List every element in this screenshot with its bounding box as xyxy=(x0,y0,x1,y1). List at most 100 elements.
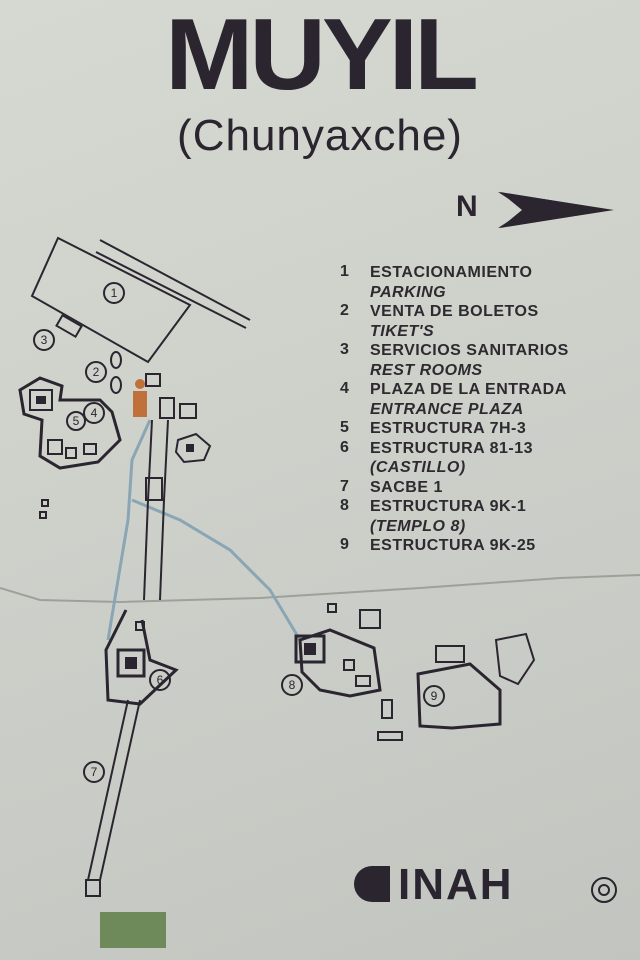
castillo-structure xyxy=(116,648,146,678)
svg-text:8: 8 xyxy=(289,678,296,692)
small-structure xyxy=(179,403,197,419)
structure-block xyxy=(47,439,63,455)
parking-area xyxy=(30,236,192,364)
structure-9k-25-complex xyxy=(416,662,502,730)
legend-item: 6 ESTRUCTURA 81-13 (CASTILLO) xyxy=(340,439,630,478)
legend-spanish: ESTACIONAMIENTO xyxy=(370,264,533,281)
north-arrow-head xyxy=(498,192,614,228)
road-line xyxy=(95,251,247,329)
structure-7h-3-complex xyxy=(18,376,122,470)
small-structure xyxy=(41,499,49,507)
legend-spanish: VENTA DE BOLETOS xyxy=(370,303,539,320)
legend-english: ENTRANCE PLAZA xyxy=(370,400,524,418)
walking-path xyxy=(131,498,302,641)
legend-english: (TEMPLO 8) xyxy=(370,517,466,535)
structure-block xyxy=(494,632,536,686)
legend-item: 3 SERVICIOS SANITARIOS REST ROOMS xyxy=(340,341,630,380)
sacbe-1-edge xyxy=(99,699,141,881)
legend-spanish: ESTRUCTURA 7H-3 xyxy=(370,420,527,437)
legend-english: TIKET'S xyxy=(370,322,435,340)
sacbe-edge xyxy=(159,419,169,601)
map-marker-7: 7 xyxy=(83,761,105,783)
svg-text:3: 3 xyxy=(41,333,48,347)
small-structure xyxy=(174,432,212,464)
map-marker-4: 4 xyxy=(83,402,105,424)
small-structure xyxy=(377,731,403,741)
small-structure xyxy=(355,675,371,687)
templo-8-structure xyxy=(294,634,326,664)
small-structure xyxy=(159,397,175,419)
small-structure xyxy=(186,444,194,452)
small-structure xyxy=(39,511,47,519)
legend-number: 8 xyxy=(340,497,349,514)
sign-crack xyxy=(0,574,640,604)
small-structure xyxy=(145,477,163,501)
small-structure xyxy=(327,603,337,613)
legend-spanish: ESTRUCTURA 81-13 xyxy=(370,439,533,457)
small-structure xyxy=(381,699,393,719)
inah-logo-mark xyxy=(354,866,390,902)
legend-item: 5 ESTRUCTURA 7H-3 xyxy=(340,419,630,439)
legend-number: 7 xyxy=(340,477,349,495)
map-marker-5: 5 xyxy=(66,411,86,431)
map-legend: 1 ESTACIONAMIENTO PARKING 2 VENTA DE BOL… xyxy=(340,263,630,556)
svg-text:9: 9 xyxy=(431,689,438,703)
map-marker-2: 2 xyxy=(85,361,107,383)
north-label: N xyxy=(456,190,478,223)
legend-spanish: SACBE 1 xyxy=(370,478,443,496)
legend-number: 5 xyxy=(340,419,349,436)
photo-gap xyxy=(100,912,166,948)
map-marker-1: 1 xyxy=(103,282,125,304)
svg-text:7: 7 xyxy=(91,765,98,779)
castillo-structure xyxy=(125,657,137,669)
legend-spanish: PLAZA DE LA ENTRADA xyxy=(370,381,567,398)
small-structure xyxy=(359,609,381,629)
legend-spanish: ESTRUCTURA 9K-1 xyxy=(370,498,527,515)
walking-path xyxy=(106,419,152,641)
legend-item: 8 ESTRUCTURA 9K-1 (TEMPLO 8) xyxy=(340,497,630,536)
seal-icon xyxy=(591,877,617,903)
legend-number: 6 xyxy=(340,438,349,456)
road-line xyxy=(99,239,251,321)
site-title: MUYIL xyxy=(165,0,479,112)
small-structure xyxy=(135,621,145,631)
map-marker-3: 3 xyxy=(33,329,55,351)
legend-item: 1 ESTACIONAMIENTO PARKING xyxy=(340,263,630,302)
svg-text:6: 6 xyxy=(157,673,164,687)
svg-text:1: 1 xyxy=(111,286,118,300)
structure-block xyxy=(36,396,46,404)
legend-number: 3 xyxy=(340,341,349,358)
structure-block xyxy=(83,443,97,455)
legend-number: 9 xyxy=(340,536,349,553)
svg-text:5: 5 xyxy=(73,414,80,428)
svg-text:4: 4 xyxy=(91,406,98,420)
legend-item: 2 VENTA DE BOLETOS TIKET'S xyxy=(340,302,630,341)
sacbe-1-edge xyxy=(87,699,129,881)
legend-item: 7 SACBE 1 xyxy=(340,478,630,498)
small-structure xyxy=(343,659,355,671)
map-marker-6: 6 xyxy=(149,669,171,691)
templo-8-structure xyxy=(304,643,316,655)
sacbe-end xyxy=(85,879,101,897)
sacbe-edge xyxy=(143,419,153,601)
legend-english: PARKING xyxy=(370,283,447,301)
site-subtitle: (Chunyaxche) xyxy=(177,111,463,160)
legend-item: 9 ESTRUCTURA 9K-25 xyxy=(340,536,630,556)
legend-english: (CASTILLO) xyxy=(370,459,466,476)
legend-number: 4 xyxy=(340,380,349,397)
structure-block xyxy=(29,389,53,411)
legend-english: REST ROOMS xyxy=(370,361,483,379)
small-structure xyxy=(145,373,161,387)
legend-item: 4 PLAZA DE LA ENTRADA ENTRANCE PLAZA xyxy=(340,380,630,419)
legend-spanish: ESTRUCTURA 9K-25 xyxy=(370,537,536,554)
ticket-booth xyxy=(110,351,122,369)
map-marker-8: 8 xyxy=(281,674,303,696)
svg-text:2: 2 xyxy=(93,365,100,379)
restroom-building xyxy=(55,313,83,339)
legend-spanish: SERVICIOS SANITARIOS xyxy=(370,342,569,359)
structure-block xyxy=(65,447,77,459)
legend-number: 2 xyxy=(340,302,349,319)
structure-block xyxy=(435,645,465,663)
